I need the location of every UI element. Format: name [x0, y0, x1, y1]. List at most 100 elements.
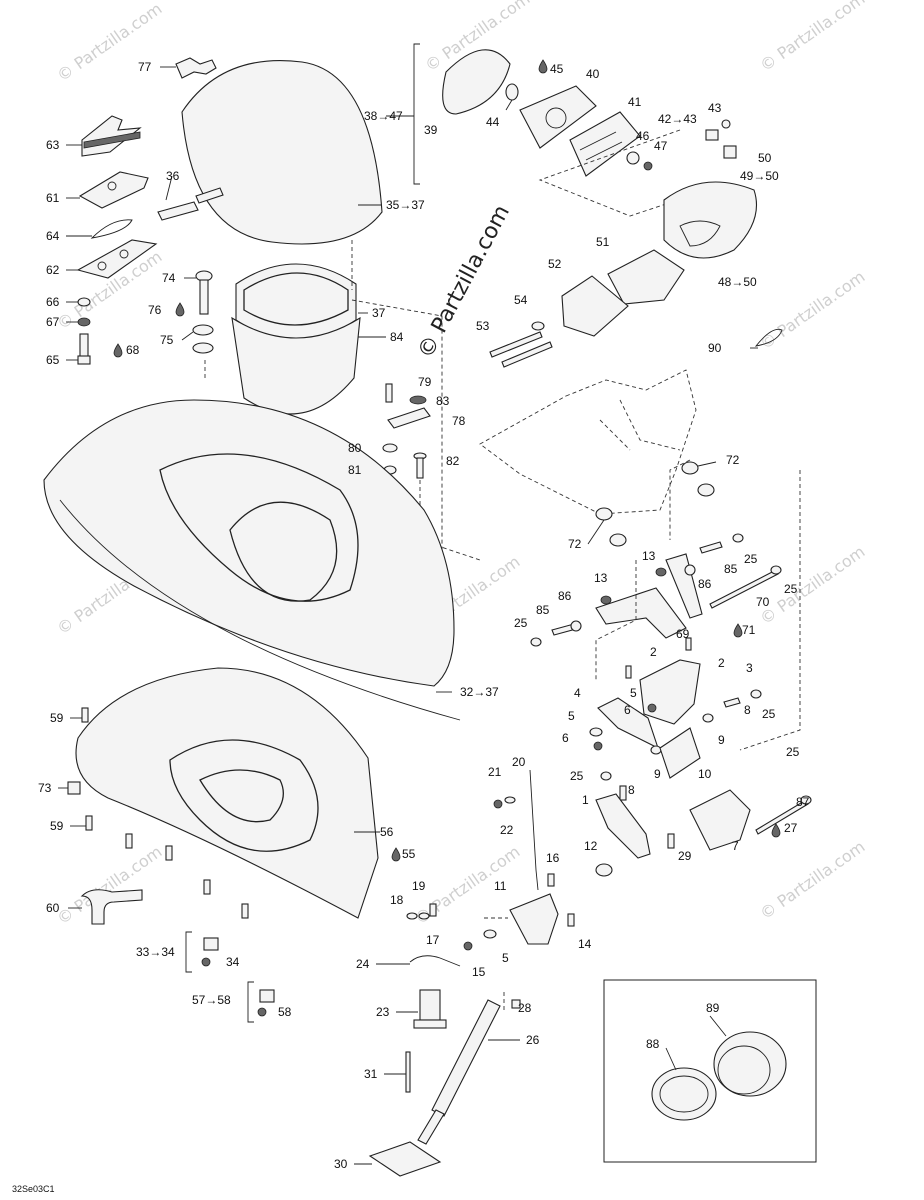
- screw-31: [405, 1051, 411, 1093]
- label-88: 88: [646, 1037, 660, 1051]
- pin-28: [511, 999, 521, 1009]
- label-1: 1: [582, 793, 589, 807]
- strap-64: [90, 219, 133, 239]
- label-69: 69: [676, 627, 690, 641]
- label-42: 42→43: [658, 112, 697, 126]
- label-41: 41: [628, 95, 642, 109]
- watermark-text: © Partzilla.com: [756, 0, 868, 75]
- bolt-85: [699, 541, 723, 554]
- label-21: 21: [488, 765, 502, 779]
- label-25e: 25: [570, 769, 584, 783]
- nut-27: [771, 823, 781, 838]
- label-13a: 13: [642, 549, 656, 563]
- bolt-8: [723, 697, 741, 708]
- nut-57: [259, 989, 275, 1003]
- rod-20: [529, 769, 539, 891]
- deck-32: [43, 399, 461, 721]
- tie-90: [754, 328, 783, 347]
- label-70: 70: [756, 595, 770, 609]
- center-watermark: © Partzilla.com: [413, 201, 515, 363]
- bolt-14: [567, 913, 575, 927]
- label-87: 87: [796, 795, 810, 809]
- label-18: 18: [390, 893, 404, 907]
- bracket-7: [689, 789, 751, 851]
- bolts-53: [489, 331, 553, 368]
- washer-18: [406, 912, 418, 920]
- nut-15: [463, 941, 473, 951]
- label-38: 38→47: [364, 109, 403, 123]
- ring-89: [713, 1031, 787, 1097]
- label-50: 50: [758, 151, 772, 165]
- inset-box: [603, 979, 817, 1163]
- label-75: 75: [160, 333, 174, 347]
- label-2a: 2: [650, 645, 657, 659]
- watermark-text: © Partzilla.com: [756, 837, 868, 923]
- clip-77: [175, 57, 217, 79]
- pod-48: [663, 181, 758, 259]
- label-25c: 25: [514, 616, 528, 630]
- label-80: 80: [348, 441, 362, 455]
- grommets-72: [595, 461, 715, 547]
- liner-56: [75, 667, 379, 919]
- cap-25c: [530, 637, 542, 647]
- label-82: 82: [446, 454, 460, 468]
- label-55: 55: [402, 847, 416, 861]
- mirror-39: [442, 49, 511, 115]
- label-63: 63: [46, 138, 60, 152]
- washer-66: [77, 297, 91, 307]
- clip-50: [723, 145, 737, 159]
- label-90: 90: [708, 341, 722, 355]
- label-6b: 6: [562, 731, 569, 745]
- hinge-78: [387, 407, 431, 429]
- label-16: 16: [546, 851, 560, 865]
- label-54: 54: [514, 293, 528, 307]
- screws-misc: [125, 833, 249, 919]
- nut-6: [593, 741, 603, 751]
- glue-76-icon: [175, 302, 185, 317]
- base-40: [519, 85, 597, 149]
- label-67: 67: [46, 315, 60, 329]
- label-36: 36: [166, 169, 180, 183]
- label-72a: 72: [726, 453, 740, 467]
- label-35: 35→37: [386, 198, 425, 212]
- label-76: 76: [148, 303, 162, 317]
- label-11: 11: [494, 879, 507, 893]
- label-31: 31: [364, 1067, 378, 1081]
- nut-86b: [684, 564, 696, 576]
- label-47: 47: [654, 139, 668, 153]
- label-86a: 86: [698, 577, 712, 591]
- label-15: 15: [472, 965, 486, 979]
- label-8b: 8: [628, 783, 635, 797]
- screw-59: [85, 815, 93, 831]
- frame-structure: [479, 369, 697, 515]
- label-30: 30: [334, 1157, 348, 1171]
- label-71: 71: [742, 623, 756, 637]
- watermark-text: © Partzilla.com: [53, 842, 165, 928]
- label-9a: 9: [718, 733, 725, 747]
- washer-17: [418, 912, 430, 920]
- leader-lines: [58, 66, 758, 1165]
- plate-11: [509, 893, 559, 945]
- nut-21: [493, 799, 503, 809]
- mirror-stem-44: [505, 83, 519, 111]
- label-27: 27: [784, 821, 798, 835]
- label-28: 28: [518, 1001, 532, 1015]
- nut-47: [643, 161, 653, 171]
- label-20: 20: [512, 755, 526, 769]
- label-49: 49→50: [740, 169, 779, 183]
- nut-6b: [647, 703, 657, 713]
- nut-86: [570, 620, 582, 632]
- label-5a: 5: [630, 686, 637, 700]
- label-77: 77: [138, 60, 152, 74]
- screw-65: [77, 333, 91, 365]
- label-59b: 59: [50, 819, 64, 833]
- label-3: 3: [746, 661, 753, 675]
- label-79: 79: [418, 375, 432, 389]
- label-2b: 2: [718, 656, 725, 670]
- cover-51: [607, 249, 685, 305]
- label-5b: 5: [568, 709, 575, 723]
- nut-43: [721, 119, 731, 129]
- label-66: 66: [46, 295, 60, 309]
- label-51: 51: [596, 235, 610, 249]
- label-22: 22: [500, 823, 514, 837]
